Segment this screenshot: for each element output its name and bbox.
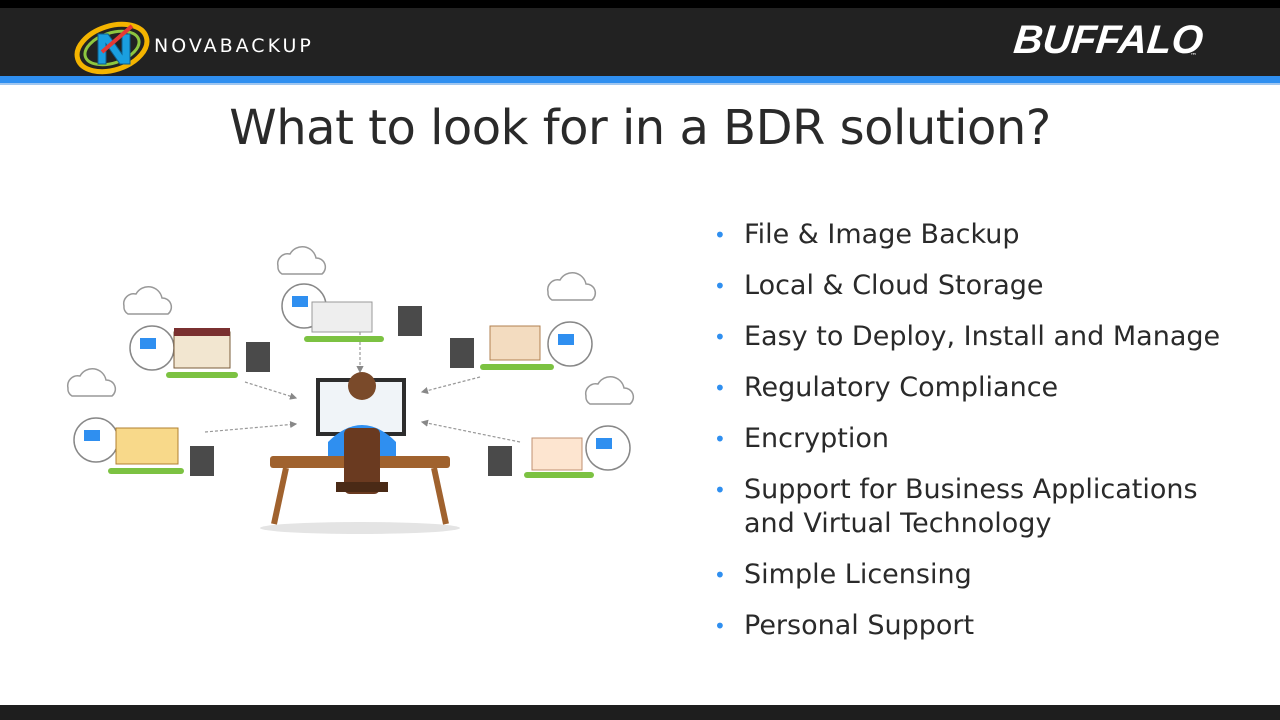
bullet-text: Local & Cloud Storage xyxy=(744,270,1044,301)
bullet-dot-icon: • xyxy=(714,274,726,298)
header-accent-line xyxy=(0,76,1280,83)
bullet-item: • Simple Licensing xyxy=(712,558,1252,592)
slide-header xyxy=(0,8,1280,76)
bullet-dot-icon: • xyxy=(714,478,726,502)
bdr-network-illustration xyxy=(66,246,635,534)
bullet-item: • Support for Business Applications and V… xyxy=(712,473,1252,541)
person-at-desk-icon xyxy=(260,372,460,534)
cloud-icons xyxy=(66,246,635,405)
building-icons xyxy=(115,301,583,471)
bullet-text: Simple Licensing xyxy=(744,559,972,590)
buffalo-trademark: ™ xyxy=(1190,52,1197,60)
bullet-item: • Local & Cloud Storage xyxy=(712,269,1252,303)
bullet-item: • File & Image Backup xyxy=(712,218,1252,252)
video-bottom-bar xyxy=(0,705,1280,720)
bullet-dot-icon: • xyxy=(714,614,726,638)
slide-title: What to look for in a BDR solution? xyxy=(229,100,1051,156)
bullet-item: • Regulatory Compliance xyxy=(712,371,1252,405)
bullet-dot-icon: • xyxy=(714,223,726,247)
bullet-item: • Personal Support xyxy=(712,609,1252,643)
bullet-dot-icon: • xyxy=(714,325,726,349)
bullet-text: File & Image Backup xyxy=(744,219,1020,250)
bullet-text: Encryption xyxy=(744,423,889,454)
bullet-text: Easy to Deploy, Install and Manage xyxy=(744,321,1221,352)
bullet-dot-icon: • xyxy=(714,427,726,451)
bullet-text: Regulatory Compliance xyxy=(744,372,1059,403)
feature-bullet-list: • File & Image Backup • Local & Cloud Stor… xyxy=(712,218,1252,643)
buffalo-logo: BUFFALO xyxy=(1011,18,1206,62)
top-strip xyxy=(0,0,1280,8)
novabackup-logo-icon xyxy=(74,21,150,75)
header-accent-line-light xyxy=(0,83,1280,85)
bullet-dot-icon: • xyxy=(714,563,726,587)
bullet-item: • Easy to Deploy, Install and Manage xyxy=(712,320,1252,354)
bullet-dot-icon: • xyxy=(714,376,726,400)
bullet-item: • Encryption xyxy=(712,422,1252,456)
novabackup-wordmark: NOVABACKUP xyxy=(154,35,314,57)
bullet-text: Support for Business Applications and Vi… xyxy=(744,474,1198,539)
bullet-text: Personal Support xyxy=(744,610,975,641)
